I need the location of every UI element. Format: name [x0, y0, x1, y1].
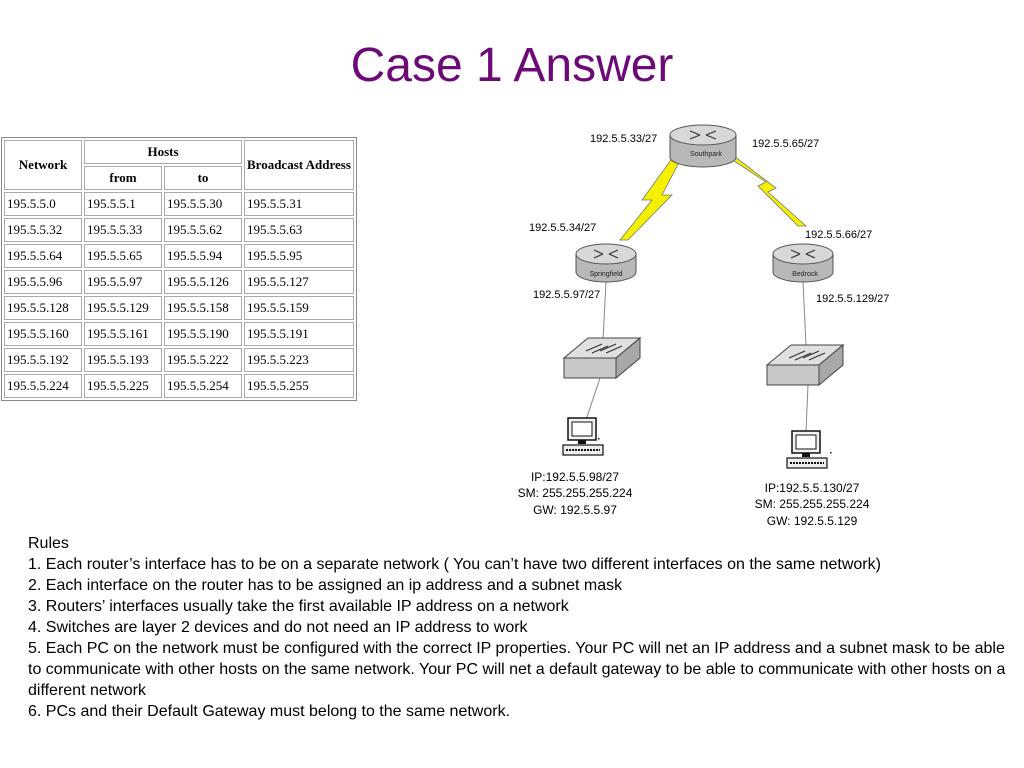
- pc-left-ip: IP:192.5.5.98/27: [531, 470, 619, 484]
- network-cell: 195.5.5.128: [4, 296, 82, 320]
- broadcast-cell: 195.5.5.191: [244, 322, 354, 346]
- column-header-from: from: [84, 166, 162, 190]
- host-from-cell: 195.5.5.33: [84, 218, 162, 242]
- broadcast-cell: 195.5.5.63: [244, 218, 354, 242]
- table-row: 195.5.5.192 195.5.5.193 195.5.5.222 195.…: [4, 348, 354, 372]
- table-row: 195.5.5.128 195.5.5.129 195.5.5.158 195.…: [4, 296, 354, 320]
- broadcast-cell: 195.5.5.95: [244, 244, 354, 268]
- host-from-cell: 195.5.5.1: [84, 192, 162, 216]
- subnet-table: Network Hosts Broadcast Address from to …: [1, 137, 357, 401]
- broadcast-cell: 195.5.5.159: [244, 296, 354, 320]
- link-switch-pc-right: [805, 384, 809, 433]
- table-header-row: Network Hosts Broadcast Address: [4, 140, 354, 190]
- label-springfield-lan-ip: 192.5.5.97/27: [533, 289, 600, 301]
- host-to-cell: 195.5.5.94: [164, 244, 242, 268]
- router-arrows-icon: [689, 130, 717, 140]
- table-row: 195.5.5.160 195.5.5.161 195.5.5.190 195.…: [4, 322, 354, 346]
- pc-left-icon: [562, 417, 604, 456]
- table-row: 195.5.5.0 195.5.5.1 195.5.5.30 195.5.5.3…: [4, 192, 354, 216]
- broadcast-cell: 195.5.5.223: [244, 348, 354, 372]
- switch-left: [562, 336, 642, 380]
- rule-item: 6. PCs and their Default Gateway must be…: [28, 703, 511, 720]
- broadcast-cell: 195.5.5.127: [244, 270, 354, 294]
- network-cell: 195.5.5.64: [4, 244, 82, 268]
- rule-item: 4. Switches are layer 2 devices and do n…: [28, 619, 528, 636]
- label-southpark-left-ip: 192.5.5.33/27: [590, 133, 657, 145]
- pc-right-icon: [786, 430, 832, 469]
- pc-left-subnet-mask: SM: 255.255.255.224: [518, 486, 633, 500]
- network-cell: 195.5.5.96: [4, 270, 82, 294]
- rules-heading: Rules: [28, 535, 69, 552]
- host-to-cell: 195.5.5.30: [164, 192, 242, 216]
- column-header-broadcast: Broadcast Address: [244, 140, 354, 190]
- label-springfield-serial-ip: 192.5.5.34/27: [529, 222, 596, 234]
- router-label-southpark: Southpark: [690, 151, 722, 158]
- network-cell: 195.5.5.32: [4, 218, 82, 242]
- host-to-cell: 195.5.5.158: [164, 296, 242, 320]
- host-from-cell: 195.5.5.225: [84, 374, 162, 398]
- column-header-to: to: [164, 166, 242, 190]
- serial-link-southpark-bedrock: [720, 152, 808, 227]
- switch-right: [765, 343, 845, 387]
- column-header-network: Network: [4, 140, 82, 190]
- switch-arrows-icon: [788, 350, 826, 361]
- host-from-cell: 195.5.5.65: [84, 244, 162, 268]
- network-cell: 195.5.5.160: [4, 322, 82, 346]
- network-cell: 195.5.5.224: [4, 374, 82, 398]
- host-to-cell: 195.5.5.126: [164, 270, 242, 294]
- host-to-cell: 195.5.5.254: [164, 374, 242, 398]
- router-southpark: Southpark: [669, 124, 737, 168]
- router-label-bedrock: Bedrock: [792, 271, 818, 278]
- host-from-cell: 195.5.5.97: [84, 270, 162, 294]
- table-row: 195.5.5.32 195.5.5.33 195.5.5.62 195.5.5…: [4, 218, 354, 242]
- table-row: 195.5.5.224 195.5.5.225 195.5.5.254 195.…: [4, 374, 354, 398]
- host-to-cell: 195.5.5.222: [164, 348, 242, 372]
- column-header-hosts: Hosts: [84, 140, 242, 164]
- pc-right-gateway: GW: 192.5.5.129: [767, 514, 858, 528]
- label-bedrock-lan-ip: 192.5.5.129/27: [816, 293, 889, 305]
- table-row: 195.5.5.64 195.5.5.65 195.5.5.94 195.5.5…: [4, 244, 354, 268]
- link-springfield-switch: [602, 281, 607, 341]
- link-bedrock-switch: [802, 281, 807, 346]
- router-arrows-icon: [790, 249, 816, 259]
- rule-item: 5. Each PC on the network must be config…: [28, 640, 1006, 699]
- router-springfield: Springfield: [575, 243, 637, 283]
- router-arrows-icon: [593, 249, 619, 259]
- host-from-cell: 195.5.5.129: [84, 296, 162, 320]
- host-to-cell: 195.5.5.62: [164, 218, 242, 242]
- rules-section: Rules 1. Each router’s interface has to …: [28, 533, 1008, 722]
- host-to-cell: 195.5.5.190: [164, 322, 242, 346]
- network-diagram: Southpark Springfield Bedrock: [518, 124, 889, 528]
- slide-title: Case 1 Answer: [350, 39, 674, 92]
- broadcast-cell: 195.5.5.31: [244, 192, 354, 216]
- network-cell: 195.5.5.0: [4, 192, 82, 216]
- router-label-springfield: Springfield: [589, 271, 622, 278]
- table-row: 195.5.5.96 195.5.5.97 195.5.5.126 195.5.…: [4, 270, 354, 294]
- broadcast-cell: 195.5.5.255: [244, 374, 354, 398]
- serial-link-southpark-springfield: [619, 152, 685, 241]
- host-from-cell: 195.5.5.161: [84, 322, 162, 346]
- label-bedrock-serial-ip: 192.5.5.66/27: [805, 229, 872, 241]
- rule-item: 1. Each router’s interface has to be on …: [28, 556, 881, 573]
- table-subheader-row: from to: [4, 166, 354, 190]
- pc-right-subnet-mask: SM: 255.255.255.224: [755, 497, 870, 511]
- rule-item: 3. Routers’ interfaces usually take the …: [28, 598, 569, 615]
- switch-arrows-icon: [585, 343, 623, 354]
- pc-left-gateway: GW: 192.5.5.97: [533, 503, 617, 517]
- network-cell: 195.5.5.192: [4, 348, 82, 372]
- label-southpark-right-ip: 192.5.5.65/27: [752, 138, 819, 150]
- router-bedrock: Bedrock: [772, 243, 834, 283]
- pc-right-ip: IP:192.5.5.130/27: [765, 481, 860, 495]
- host-from-cell: 195.5.5.193: [84, 348, 162, 372]
- rule-item: 2. Each interface on the router has to b…: [28, 577, 623, 594]
